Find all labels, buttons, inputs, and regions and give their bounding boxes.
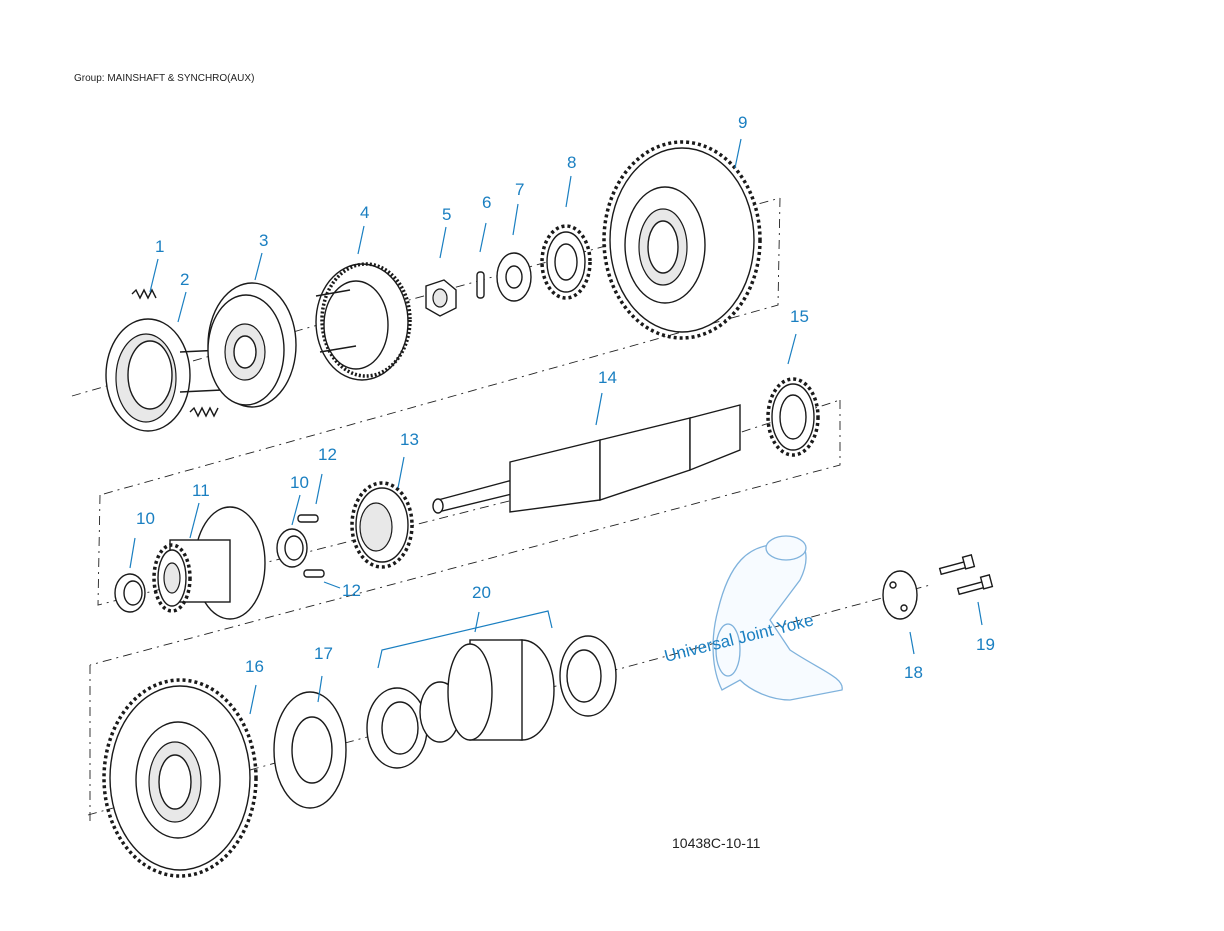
- callout-10-right: 10: [290, 473, 309, 492]
- callout-18: 18: [904, 663, 923, 682]
- part-13-needle-bearing: [350, 481, 414, 569]
- part-2-synchro-ring: [105, 318, 223, 432]
- part-5-nut: [425, 279, 457, 317]
- group-title: Group: MAINSHAFT & SYNCHRO(AUX): [74, 73, 255, 84]
- part-15-spline-ring: [766, 377, 820, 457]
- part-4-toothed-ring: [315, 262, 412, 381]
- part-10-bearing-left: [114, 573, 146, 613]
- part-16-large-gear: [102, 678, 258, 878]
- callout-17: 17: [314, 644, 333, 663]
- part-6-pin: [476, 271, 485, 299]
- callout-2: 2: [180, 270, 189, 289]
- callout-16: 16: [245, 657, 264, 676]
- leader-lines: [129, 138, 983, 715]
- part-12-pins: [297, 514, 325, 578]
- part-11-gear: [152, 506, 266, 620]
- callout-7: 7: [515, 180, 524, 199]
- callout-8: 8: [567, 153, 576, 172]
- callout-4: 4: [360, 203, 369, 222]
- callout-9: 9: [738, 113, 747, 132]
- part-19-bolts: [938, 554, 994, 596]
- callout-10-left: 10: [136, 509, 155, 528]
- callout-numbers: 1 2 3 4 5 6 7 8 9 10 10 11 12 12 13 14 1…: [136, 113, 995, 682]
- part-1-spring: [131, 288, 219, 418]
- callout-1: 1: [155, 237, 164, 256]
- callout-11: 11: [192, 481, 210, 500]
- part-20-bearing-assembly: [366, 635, 617, 769]
- callout-6: 6: [482, 193, 491, 212]
- callout-3: 3: [259, 231, 268, 250]
- part-14-mainshaft: [432, 404, 741, 514]
- callout-15: 15: [790, 307, 809, 326]
- universal-joint-yoke: [712, 535, 843, 701]
- part-3-synchro-hub: [207, 282, 297, 408]
- part-10-bearing-right: [276, 528, 308, 568]
- part-8-spline-ring: [540, 224, 592, 300]
- part-7-washer: [496, 252, 532, 302]
- callout-12-bottom: 12: [342, 581, 361, 600]
- callout-14: 14: [598, 368, 617, 387]
- part-18-plate: [882, 570, 918, 620]
- figure-id: 10438C-10-11: [672, 835, 761, 851]
- part-17-thrust-washer: [273, 691, 347, 809]
- callout-19: 19: [976, 635, 995, 654]
- callout-20: 20: [472, 583, 491, 602]
- callout-12-top: 12: [318, 445, 337, 464]
- callout-5: 5: [442, 205, 451, 224]
- part-9-large-gear: [602, 140, 762, 340]
- callout-13: 13: [400, 430, 419, 449]
